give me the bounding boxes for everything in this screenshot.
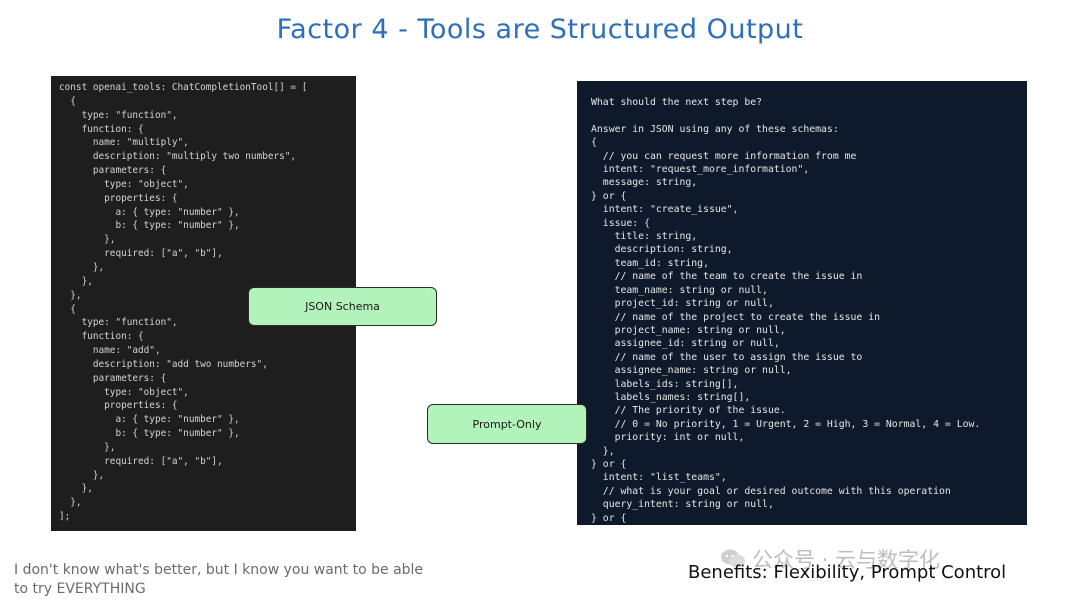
prompt-only-label: Prompt-Only <box>427 404 587 444</box>
page-title: Factor 4 - Tools are Structured Output <box>276 14 804 45</box>
json-schema-label-text: JSON Schema <box>305 300 380 313</box>
watermark: 公众号 · 云与数字化 <box>720 544 940 574</box>
footnote: I don't know what's better, but I know y… <box>14 562 424 597</box>
json-schema-label: JSON Schema <box>248 287 437 326</box>
benefits-caption: Benefits: Flexibility, Prompt Control <box>688 562 1007 583</box>
json-schema-code: const openai_tools: ChatCompletionTool[]… <box>59 82 308 523</box>
prompt-only-code-block: What should the next step be? Answer in … <box>577 81 1027 525</box>
watermark-text: 公众号 · 云与数字化 <box>752 548 941 572</box>
wechat-icon <box>720 548 746 570</box>
prompt-only-code: What should the next step be? Answer in … <box>591 97 981 524</box>
prompt-only-label-text: Prompt-Only <box>472 417 542 431</box>
